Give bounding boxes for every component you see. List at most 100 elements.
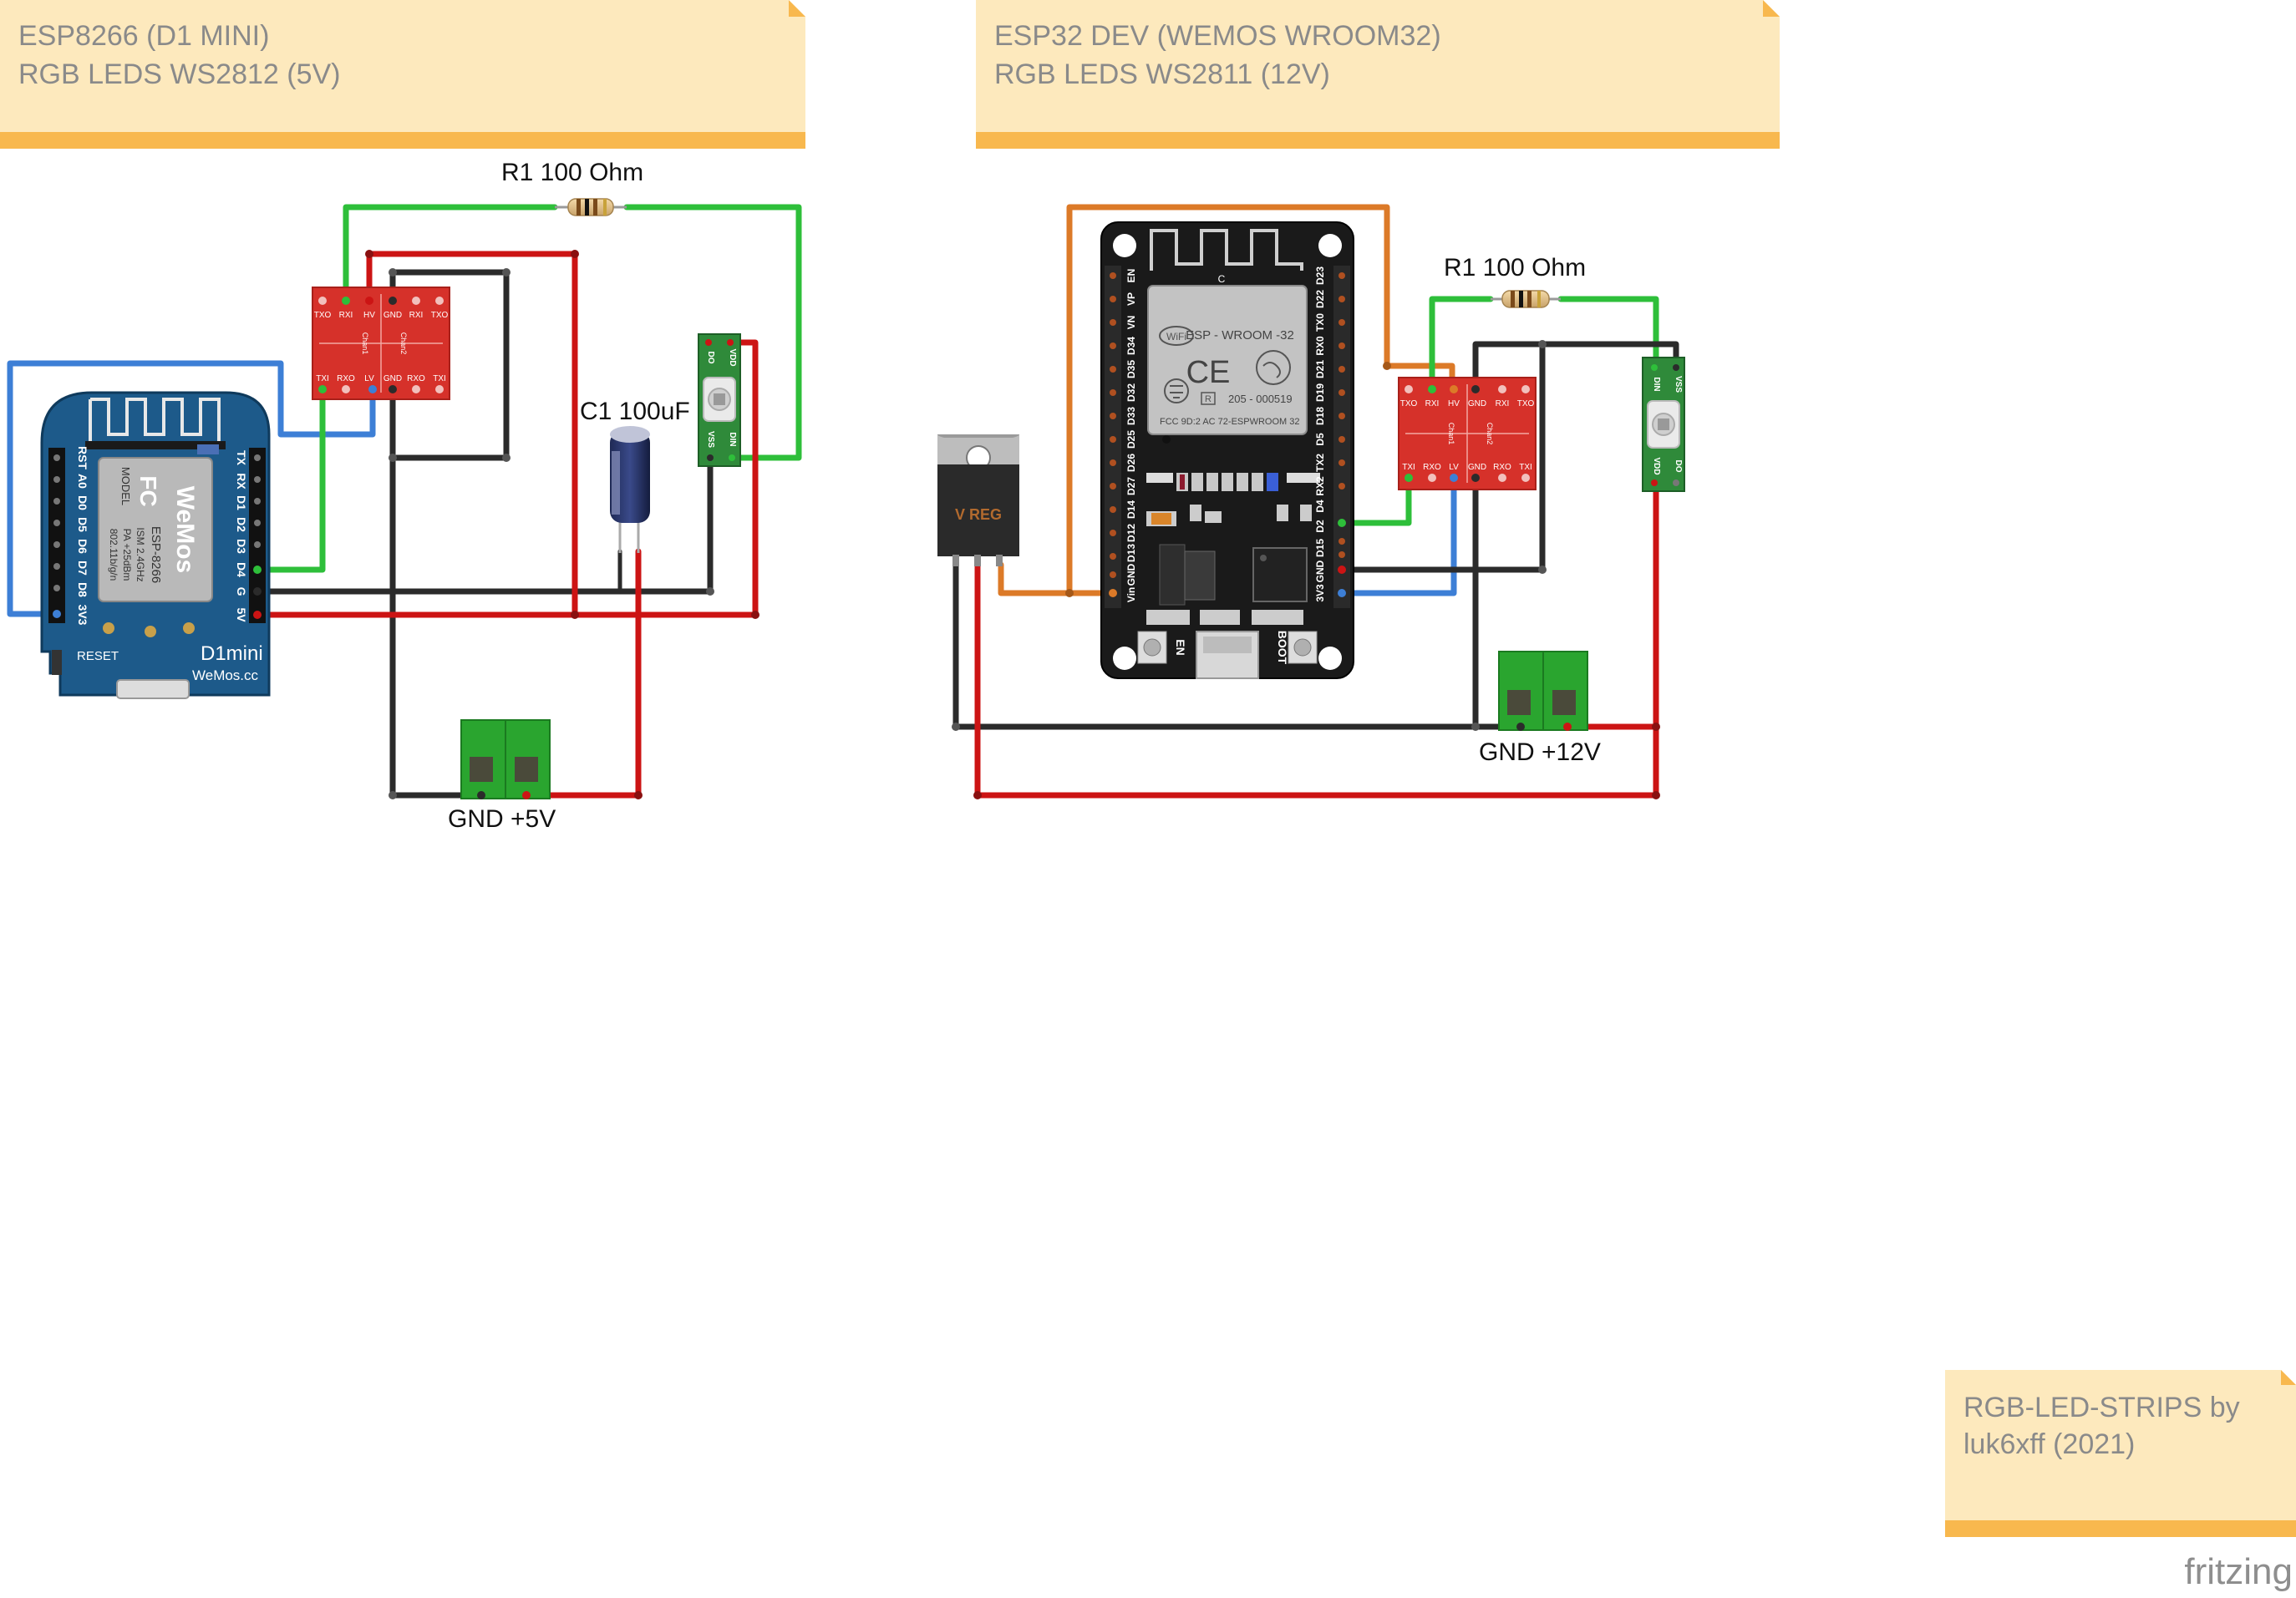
led-left-din: DIN bbox=[728, 432, 737, 446]
led-ws2811-right[interactable]: DIN VSS VDD DO bbox=[1642, 357, 1685, 492]
wire-green-rxi-r1-right bbox=[1429, 296, 1494, 389]
wemos-usb-port[interactable] bbox=[116, 679, 190, 699]
esp32-fcc: FCC 9D:2 AC 72-ESPWROOM 32 bbox=[1160, 417, 1300, 427]
ls-right-chan2: Chan2 bbox=[1486, 423, 1494, 445]
esp32-smd-parts bbox=[1146, 473, 1320, 625]
wire-black-ls-gnd-top bbox=[1472, 341, 1546, 389]
esp32-rpin-8: TX2 bbox=[1314, 454, 1326, 472]
wemos-pin-d2: D2 bbox=[235, 517, 248, 532]
led-ws2812-left[interactable]: DO VDD VSS DIN bbox=[698, 333, 741, 467]
wire-orange-vreg-vin bbox=[998, 204, 1455, 596]
wemos-chip-line3: PA +25dBm bbox=[121, 529, 133, 581]
ls-right-chan1: Chan1 bbox=[1447, 423, 1455, 445]
esp32-dev-board[interactable]: C WiFi ESP - WROOM -32 CE R 205 - 000519… bbox=[1100, 221, 1354, 679]
level-shifter-left[interactable]: TXO RXI HV GND RXI TXO TXI RXO LV GND RX… bbox=[312, 287, 450, 400]
ls-left-bot-rxo2: RXO bbox=[407, 374, 425, 383]
esp32-lpin-3: D34 bbox=[1125, 337, 1137, 355]
esp32-rpin-4: D21 bbox=[1314, 360, 1326, 378]
vreg-label: V REG bbox=[955, 506, 1002, 523]
ls-left-bot-gnd: GND bbox=[384, 374, 402, 383]
resistor-r1-right[interactable] bbox=[1491, 290, 1561, 308]
left-wires[interactable] bbox=[7, 204, 802, 799]
note-esp32[interactable]: ESP32 DEV (WEMOS WROOM32) RGB LEDS WS281… bbox=[976, 0, 1780, 149]
wire-green-d4-txi-right bbox=[1333, 474, 1412, 526]
terminal-block-12v[interactable] bbox=[1498, 651, 1588, 731]
level-shifter-right[interactable]: TXO RXI HV GND RXI TXO TXI RXO LV GND RX… bbox=[1398, 377, 1537, 490]
esp32-c-mark: C bbox=[1218, 273, 1226, 285]
ls-right-top-gnd: GND bbox=[1468, 399, 1486, 408]
label-psu-left: GND +5V bbox=[448, 805, 556, 833]
ls-right-bot-txi2: TXI bbox=[1519, 463, 1532, 472]
label-c1: C1 100uF bbox=[580, 398, 690, 425]
right-junctions bbox=[952, 340, 1660, 799]
wemos-title: D1mini bbox=[201, 642, 263, 665]
ls-right-top-rxi2: RXI bbox=[1496, 399, 1510, 408]
wemos-d1-mini[interactable]: WeMos MODEL ESP-8266 ISM 2.4GHz PA +25dB… bbox=[40, 391, 271, 699]
label-psu-right: GND +12V bbox=[1479, 738, 1601, 766]
note-esp8266[interactable]: ESP8266 (D1 MINI) RGB LEDS WS2812 (5V) bbox=[0, 0, 805, 149]
esp32-lpin-12: D13 bbox=[1125, 544, 1137, 562]
terminal-block-5v[interactable] bbox=[460, 719, 551, 799]
esp32-rpin-1: D22 bbox=[1314, 290, 1326, 308]
esp32-module bbox=[1147, 285, 1308, 435]
ls-right-bot-rxo: RXO bbox=[1423, 463, 1441, 472]
fritzing-logo: fritzing bbox=[2184, 1551, 2293, 1592]
esp32-rpin-5: D19 bbox=[1314, 383, 1326, 402]
ls-right-top-txo: TXO bbox=[1400, 399, 1418, 408]
esp32-lpin-6: D33 bbox=[1125, 407, 1137, 425]
wemos-pin-g: G bbox=[235, 587, 248, 596]
esp32-lpin-4: D35 bbox=[1125, 360, 1137, 378]
esp32-lpin-5: D32 bbox=[1125, 383, 1137, 402]
wemos-pads bbox=[103, 622, 195, 637]
ls-left-chan1: Chan1 bbox=[361, 332, 369, 355]
wifi-icon: WiFi bbox=[1159, 326, 1194, 346]
note-esp32-line2: RGB LEDS WS2811 (12V) bbox=[994, 58, 1330, 90]
voltage-regulator[interactable]: V REG bbox=[937, 434, 1019, 566]
wemos-pin-d6: D6 bbox=[76, 539, 89, 554]
svg-text:WiFi: WiFi bbox=[1166, 331, 1186, 342]
esp32-en-button[interactable] bbox=[1137, 631, 1167, 664]
ls-left-chan2: Chan2 bbox=[399, 332, 408, 355]
wemos-chip-line1: ESP-8266 bbox=[149, 526, 163, 583]
label-r1-right: R1 100 Ohm bbox=[1444, 254, 1586, 282]
led-right-vss: VSS bbox=[1674, 376, 1683, 393]
esp32-rpin-2: TX0 bbox=[1314, 313, 1326, 332]
ls-left-top-rxi2: RXI bbox=[409, 311, 424, 320]
esp32-rpin-10: D4 bbox=[1314, 500, 1326, 513]
esp32-rpin-3: RX0 bbox=[1314, 336, 1326, 356]
esp32-lpin-13: GND bbox=[1125, 563, 1137, 586]
ls-left-bot-rxo: RXO bbox=[337, 374, 355, 383]
esp32-rpin-11: D2 bbox=[1314, 520, 1326, 533]
wire-green-r1-din-right bbox=[1557, 296, 1659, 371]
capacitor-c1[interactable] bbox=[610, 426, 650, 553]
ls-right-bot-gnd: GND bbox=[1468, 463, 1486, 472]
esp32-lpin-10: D14 bbox=[1125, 500, 1137, 519]
note-credits[interactable]: RGB-LED-STRIPS by luk6xff (2021) bbox=[1945, 1370, 2296, 1537]
ls-right-top-txo2: TXO bbox=[1517, 399, 1535, 408]
esp32-lpin-0: EN bbox=[1125, 269, 1137, 283]
esp32-rpin-6: D18 bbox=[1314, 407, 1326, 425]
esp32-usb-port[interactable] bbox=[1196, 631, 1259, 679]
ls-right-bot-lv: LV bbox=[1449, 463, 1459, 472]
wemos-pin-d3: D3 bbox=[235, 539, 248, 554]
esp32-rpin-13: GND bbox=[1314, 560, 1326, 582]
esp32-boot-button[interactable] bbox=[1288, 631, 1318, 664]
esp32-cert: 205 - 000519 bbox=[1228, 393, 1293, 405]
note-esp32-line1: ESP32 DEV (WEMOS WROOM32) bbox=[994, 20, 1441, 52]
ls-left-bot-txi: TXI bbox=[316, 374, 329, 383]
esp32-rpin-0: D23 bbox=[1314, 266, 1326, 285]
r-mark: R bbox=[1205, 394, 1211, 404]
wemos-shield bbox=[98, 457, 213, 602]
led-right-din: DIN bbox=[1652, 377, 1661, 391]
wemos-pin-5v: 5V bbox=[235, 607, 248, 622]
wemos-pin-d5: D5 bbox=[76, 517, 89, 532]
wemos-left-header: RST A0 D0 D5 D6 D7 D8 3V3 bbox=[48, 446, 89, 626]
resistor-r1-left[interactable] bbox=[555, 198, 627, 216]
ls-left-top-gnd: GND bbox=[384, 311, 402, 320]
ls-left-top-rxi: RXI bbox=[339, 311, 353, 320]
esp32-antenna-icon bbox=[1150, 229, 1303, 271]
esp32-rpin-9: RX2 bbox=[1314, 476, 1326, 496]
ls-left-top-hv: HV bbox=[363, 311, 375, 320]
ls-left-bot-lv: LV bbox=[364, 374, 374, 383]
